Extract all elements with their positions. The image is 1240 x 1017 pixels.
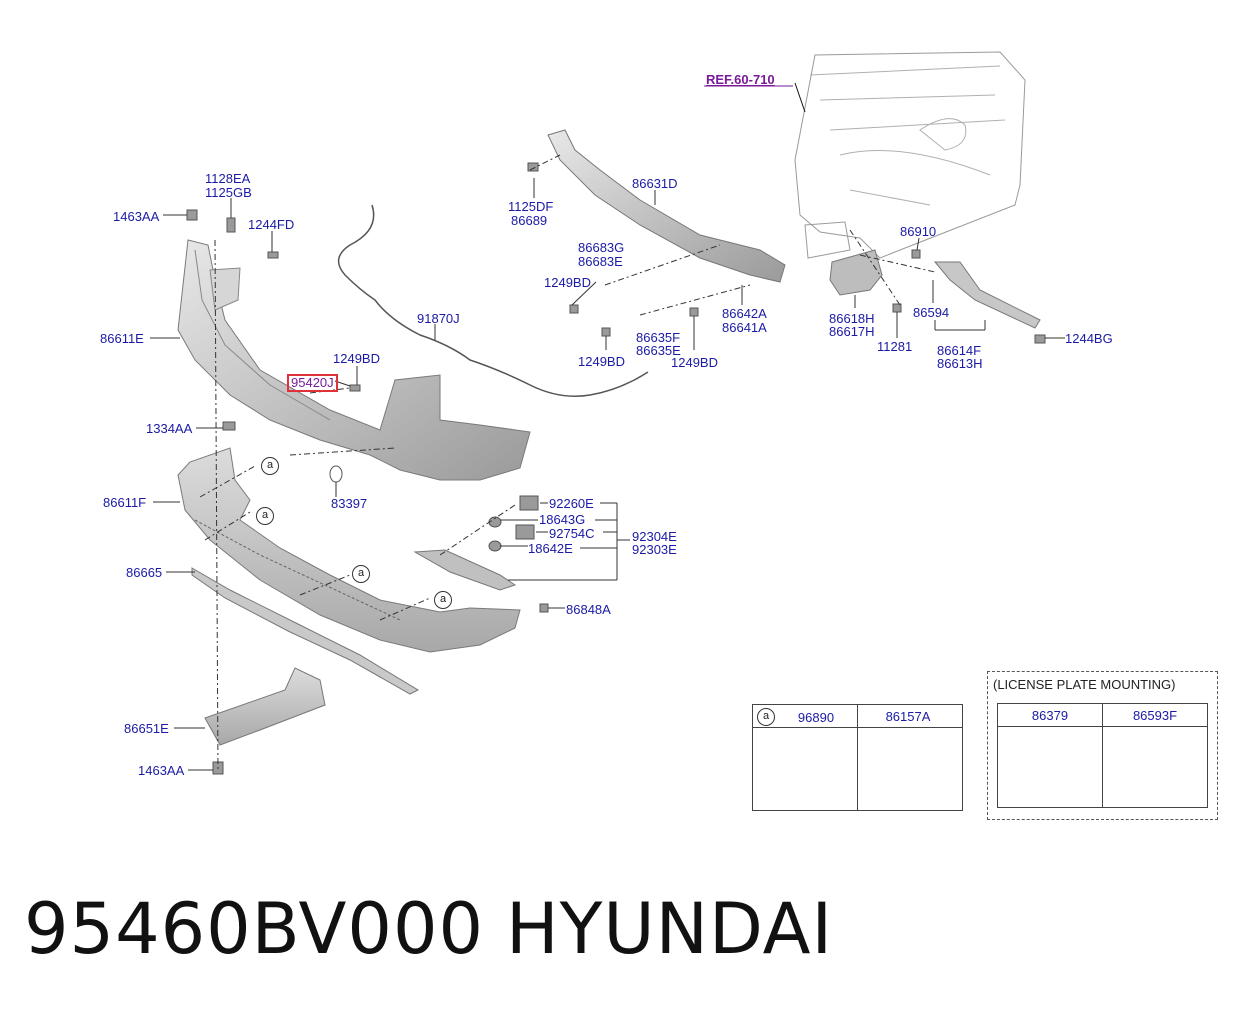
table2-col1: 86379 bbox=[1031, 708, 1069, 723]
part-label-l86641: 86641A bbox=[722, 320, 767, 335]
part-label-l1244bg: 1244BG bbox=[1065, 331, 1113, 346]
part-label-l86665: 86665 bbox=[126, 565, 163, 580]
part-label-l86617: 86617H bbox=[829, 324, 875, 339]
part-label-l1244fd: 1244FD bbox=[248, 217, 295, 232]
part-label-l1463a: 1463AA bbox=[113, 209, 160, 224]
part-label-l92754: 92754C bbox=[549, 526, 595, 541]
table1-callout: a bbox=[757, 708, 775, 726]
rear-bumper-lower-assembly bbox=[177, 447, 521, 746]
parts-table-license: 86379 86593F bbox=[997, 703, 1208, 808]
part-label-l86635f: 86635F bbox=[636, 330, 681, 345]
part-label-l1334: 1334AA bbox=[146, 421, 193, 436]
callout-circle-c4: a bbox=[434, 591, 452, 609]
part-number-heading: 95460BV000 bbox=[24, 888, 485, 970]
side-brackets bbox=[413, 249, 1041, 591]
part-label-l92304: 92304E bbox=[632, 529, 677, 544]
part-label-l86910: 86910 bbox=[900, 224, 937, 239]
alignment-lines bbox=[199, 154, 936, 771]
rear-bumper-cover-upper bbox=[177, 239, 531, 481]
parts-table-a: a 96890 86157A bbox=[752, 704, 963, 811]
part-label-l95420: 95420J bbox=[287, 374, 338, 392]
part-label-l86651e: 86651E bbox=[124, 721, 169, 736]
table1-col1: 96890 bbox=[797, 710, 835, 725]
part-label-l86618: 86618H bbox=[829, 311, 875, 326]
part-label-l86613: 86613H bbox=[937, 356, 983, 371]
part-label-l86635e: 86635E bbox=[636, 343, 681, 358]
part-label-l18642: 18642E bbox=[528, 541, 573, 556]
part-label-l1249bd2: 1249BD bbox=[544, 275, 591, 290]
part-label-l86611f: 86611F bbox=[103, 495, 147, 510]
part-label-l86631: 86631D bbox=[632, 176, 678, 191]
part-label-l91870: 91870J bbox=[417, 311, 460, 326]
callout-circle-c1: a bbox=[261, 457, 279, 475]
part-label-l86683g: 86683G bbox=[578, 240, 625, 255]
table1-col2: 86157A bbox=[885, 709, 931, 724]
part-label-l1249bd1: 1249BD bbox=[333, 351, 380, 366]
callout-circle-c3: a bbox=[352, 565, 370, 583]
part-label-l1463b: 1463AA bbox=[138, 763, 185, 778]
body-panel-ref bbox=[794, 51, 1026, 259]
part-label-l18643: 18643G bbox=[539, 512, 586, 527]
part-label-l11281: 11281 bbox=[877, 339, 913, 354]
part-label-l86689: 86689 bbox=[511, 213, 548, 228]
license-plate-title: (LICENSE PLATE MOUNTING) bbox=[993, 677, 1176, 692]
leader-lines bbox=[150, 178, 1065, 771]
part-label-l86614: 86614F bbox=[937, 343, 982, 358]
part-label-l86611e: 86611E bbox=[100, 331, 144, 346]
table2-col2: 86593F bbox=[1132, 708, 1178, 723]
part-label-l1125gb: 1125GB bbox=[205, 185, 252, 200]
part-label-l1128: 1128EA bbox=[205, 171, 251, 186]
part-label-l86642: 86642A bbox=[722, 306, 767, 321]
part-label-l86848: 86848A bbox=[566, 602, 611, 617]
bumper-beam bbox=[547, 129, 786, 283]
ref-leader bbox=[794, 82, 806, 113]
part-label-l92260: 92260E bbox=[549, 496, 594, 511]
callout-circle-c2: a bbox=[256, 507, 274, 525]
wiring-harness bbox=[337, 204, 649, 397]
part-label-l1249bd3: 1249BD bbox=[578, 354, 625, 369]
part-label-l86594: 86594 bbox=[913, 305, 950, 320]
part-label-l83397: 83397 bbox=[331, 496, 368, 511]
part-label-l86683e: 86683E bbox=[578, 254, 623, 269]
part-label-l1125df: 1125DF bbox=[508, 199, 554, 214]
part-label-l1249bd4: 1249BD bbox=[671, 355, 718, 370]
license-plate-frame: (LICENSE PLATE MOUNTING) 86379 86593F bbox=[987, 671, 1218, 820]
part-label-ref: REF.60-710 bbox=[706, 72, 775, 87]
brand-heading: HYUNDAI bbox=[506, 888, 834, 970]
part-label-l92303: 92303E bbox=[632, 542, 677, 557]
